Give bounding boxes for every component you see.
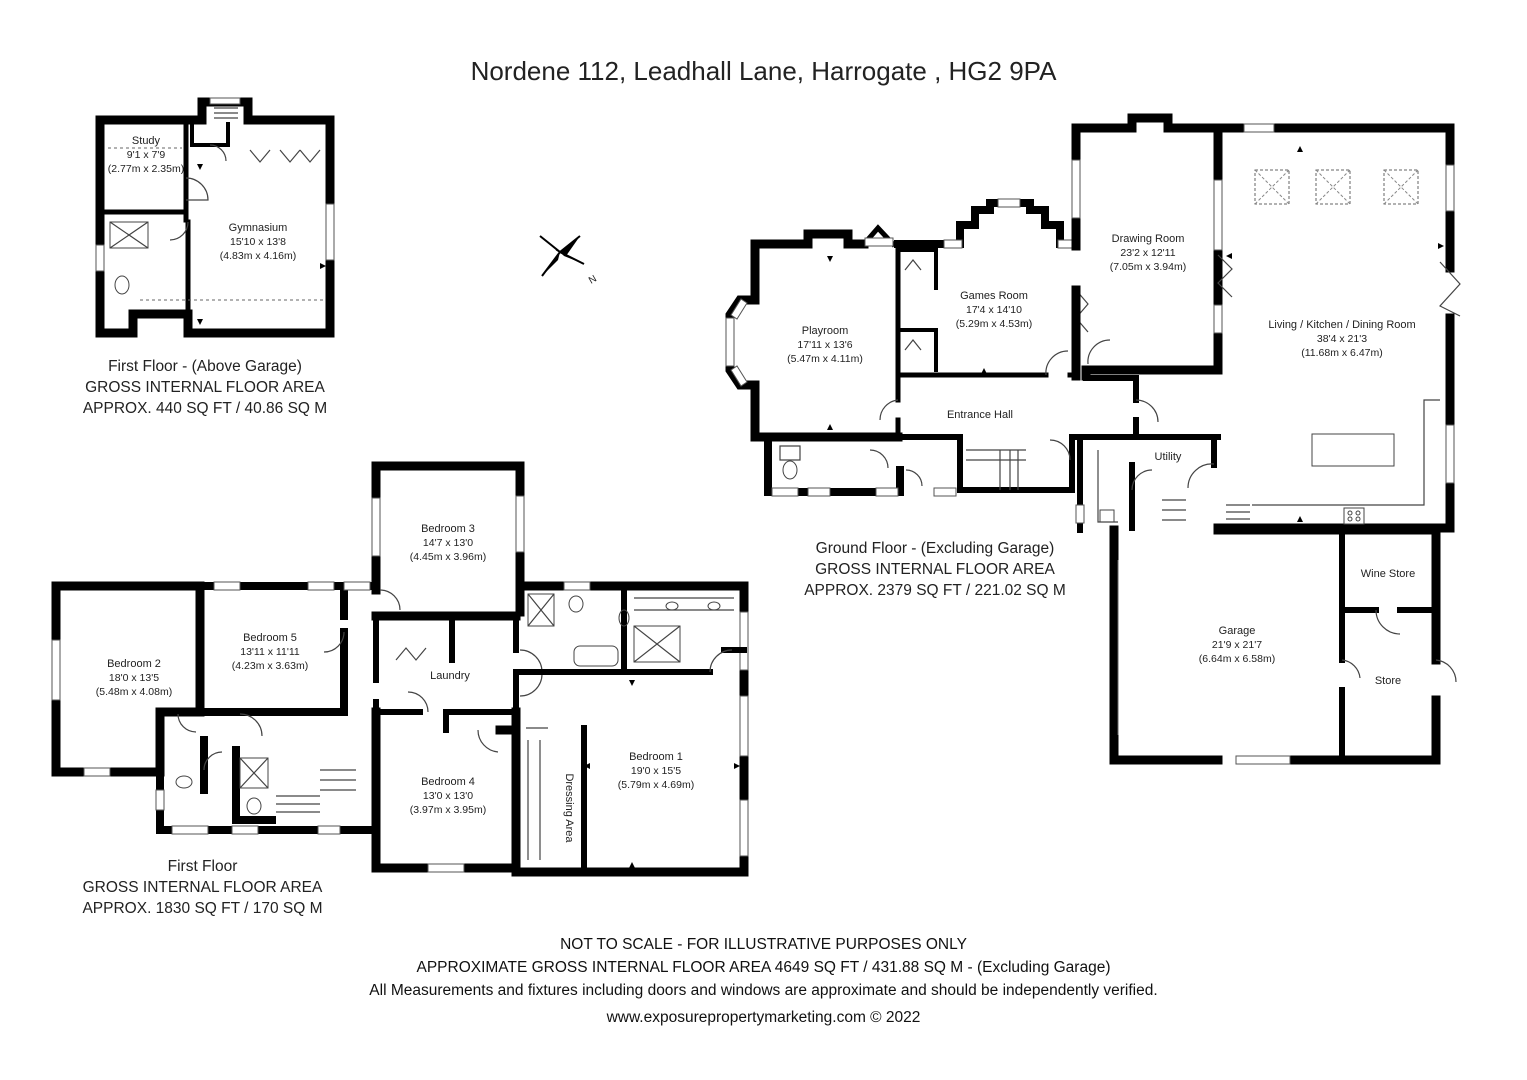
bed3-metric: (4.45m x 3.96m) (410, 551, 486, 563)
measurements-note: All Measurements and fixtures including … (369, 982, 1158, 999)
bed3-imperial: 14'7 x 13'0 (423, 537, 473, 549)
bed4-imperial: 13'0 x 13'0 (423, 790, 473, 802)
bed5-imperial: 13'11 x 11'11 (240, 646, 300, 658)
bed5-metric: (4.23m x 3.63m) (232, 660, 308, 672)
garage-imperial: 21'9 x 21'7 (1212, 639, 1262, 651)
playroom-metric: (5.47m x 4.11m) (787, 353, 863, 365)
ground-area-line1: Ground Floor - (Excluding Garage) (815, 540, 1055, 557)
drawing-metric: (7.05m x 3.94m) (1110, 261, 1186, 273)
bed5-name: Bedroom 5 (243, 632, 297, 644)
ground-area-line2: GROSS INTERNAL FLOOR AREA (815, 561, 1055, 578)
plan-title: Nordene 112, Leadhall Lane, Harrogate , … (470, 56, 1057, 86)
garage-first-area-line2: GROSS INTERNAL FLOOR AREA (85, 379, 325, 396)
playroom-name: Playroom (802, 325, 848, 337)
bed2-metric: (5.48m x 4.08m) (96, 686, 172, 698)
bed4-metric: (3.97m x 3.95m) (410, 804, 486, 816)
first-area-line1: First Floor (167, 858, 238, 875)
bed2-imperial: 18'0 x 13'5 (109, 672, 159, 684)
compass-rose-icon (539, 235, 585, 277)
bed1-imperial: 19'0 x 15'5 (631, 765, 681, 777)
drawing-imperial: 23'2 x 12'11 (1120, 247, 1175, 259)
garage-name: Garage (1219, 625, 1256, 637)
ground-area-line3: APPROX. 2379 SQ FT / 221.02 SQ M (804, 582, 1066, 599)
study-imperial: 9'1 x 7'9 (127, 149, 166, 161)
games-imperial: 17'4 x 14'10 (966, 304, 1022, 316)
ground-floor-plan (725, 113, 1461, 765)
gym-name: Gymnasium (229, 222, 288, 234)
playroom-imperial: 17'11 x 13'6 (797, 339, 852, 351)
first-floor-plan (51, 461, 749, 877)
living-imperial: 38'4 x 21'3 (1317, 333, 1367, 345)
first-area-line2: GROSS INTERNAL FLOOR AREA (82, 879, 323, 896)
bed4-name: Bedroom 4 (421, 776, 475, 788)
bed2-name: Bedroom 2 (107, 658, 161, 670)
bed3-name: Bedroom 3 (421, 523, 475, 535)
garage-first-area-caption: First Floor - (Above Garage) GROSS INTER… (70, 356, 340, 419)
hall-name: Entrance Hall (947, 409, 1013, 421)
store-name: Store (1375, 675, 1401, 687)
utility-name: Utility (1155, 451, 1182, 463)
ground-area-caption: Ground Floor - (Excluding Garage) GROSS … (790, 538, 1080, 601)
gym-metric: (4.83m x 4.16m) (220, 250, 296, 262)
total-area-line: APPROXIMATE GROSS INTERNAL FLOOR AREA 46… (416, 959, 1111, 976)
laundry-name: Laundry (430, 670, 470, 682)
wine-name: Wine Store (1361, 568, 1415, 580)
gym-imperial: 15'10 x 13'8 (230, 236, 286, 248)
garage-first-area-line3: APPROX. 440 SQ FT / 40.86 SQ M (82, 400, 328, 417)
compass-label: N (587, 273, 599, 286)
living-name: Living / Kitchen / Dining Room (1268, 319, 1415, 331)
garage-first-area-line1: First Floor - (Above Garage) (108, 358, 302, 375)
study-name: Study (132, 135, 161, 147)
disclaimer-line: NOT TO SCALE - FOR ILLUSTRATIVE PURPOSES… (560, 936, 967, 953)
first-area-caption: First Floor GROSS INTERNAL FLOOR AREA AP… (70, 856, 335, 919)
games-name: Games Room (960, 290, 1028, 302)
bed1-metric: (5.79m x 4.69m) (618, 779, 694, 791)
first-area-line3: APPROX. 1830 SQ FT / 170 SQ M (82, 900, 323, 917)
garage-first-floor-plan (95, 97, 335, 338)
dressing-name: Dressing Area (563, 773, 575, 843)
drawing-name: Drawing Room (1112, 233, 1185, 245)
study-metric: (2.77m x 2.35m) (108, 163, 184, 175)
games-metric: (5.29m x 4.53m) (956, 318, 1032, 330)
bed1-name: Bedroom 1 (629, 751, 683, 763)
living-metric: (11.68m x 6.47m) (1301, 347, 1383, 359)
website-credit: www.exposurepropertymarketing.com © 2022 (606, 1009, 921, 1026)
garage-metric: (6.64m x 6.58m) (1199, 653, 1275, 665)
